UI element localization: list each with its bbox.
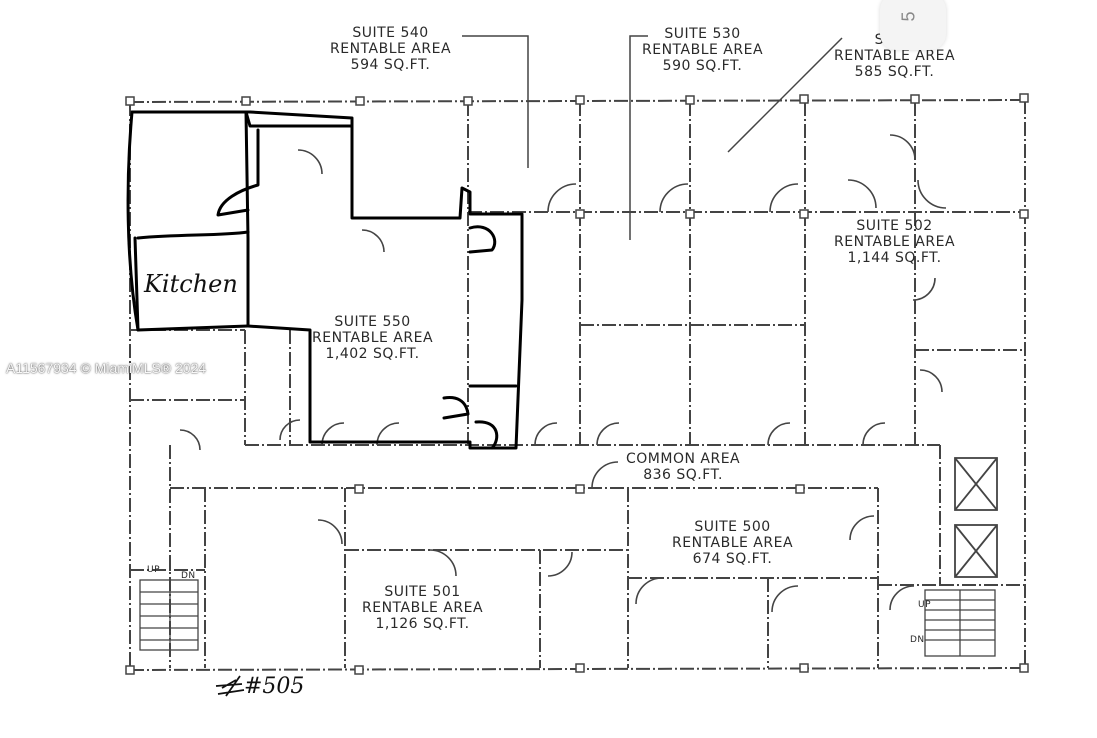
stair-up-right-label: UP — [918, 600, 932, 610]
stair-down-right-label: DN — [910, 635, 925, 645]
suite-name: SUITE 501 — [384, 584, 461, 600]
suite-size: 1,144 SQ.FT. — [847, 250, 942, 266]
suite-500-label: SUITE 500 RENTABLE AREA 674 SQ.FT. — [672, 519, 793, 567]
suite-size: 674 SQ.FT. — [692, 551, 773, 567]
suite-area-label: RENTABLE AREA — [362, 600, 484, 616]
common-area-label: COMMON AREA 836 SQ.FT. — [626, 451, 740, 483]
suite-name: SUITE 550 — [334, 314, 411, 330]
suite-size: 1,126 SQ.FT. — [375, 616, 470, 632]
suite-area-label: RENTABLE AREA — [834, 48, 956, 64]
suite-502-label: SUITE 502 RENTABLE AREA 1,144 SQ.FT. — [834, 218, 955, 266]
suite-540-label: SUITE 540 RENTABLE AREA 594 SQ.FT. — [330, 25, 451, 73]
suite-area-label: RENTABLE AREA — [330, 41, 452, 57]
suite-name: SUITE 502 — [856, 218, 933, 234]
page-number: 5 — [898, 11, 919, 22]
suite-area-label: RENTABLE AREA — [834, 234, 956, 250]
stair-down-label: DN — [181, 571, 196, 581]
kitchen-handwritten-label: Kitchen — [144, 270, 238, 298]
suite-name: SUITE 540 — [352, 25, 429, 41]
common-area-name: COMMON AREA — [626, 451, 741, 467]
stair-up-label: UP — [147, 565, 161, 575]
suite-area-label: RENTABLE AREA — [642, 42, 764, 58]
suite-size: 594 SQ.FT. — [350, 57, 431, 73]
page-indicator-badge[interactable]: 5 — [880, 0, 946, 50]
suite-area-label: RENTABLE AREA — [312, 330, 434, 346]
suite-size: 1,402 SQ.FT. — [325, 346, 420, 362]
suite-size: 585 SQ.FT. — [854, 64, 935, 80]
unit-number-handwritten-label: #505 — [244, 674, 305, 699]
suite-550-label: SUITE 550 RENTABLE AREA 1,402 SQ.FT. — [312, 314, 433, 362]
mls-watermark: A11567934 © MiamiMLS® 2024 — [6, 360, 207, 376]
suite-area-label: RENTABLE AREA — [672, 535, 794, 551]
suite-name: SUITE 500 — [694, 519, 771, 535]
suite-name: SUITE 530 — [664, 26, 741, 42]
suite-530-label: SUITE 530 RENTABLE AREA 590 SQ.FT. — [642, 26, 763, 74]
common-area-size: 836 SQ.FT. — [643, 467, 723, 483]
suite-501-label: SUITE 501 RENTABLE AREA 1,126 SQ.FT. — [362, 584, 483, 632]
suite-size: 590 SQ.FT. — [662, 58, 743, 74]
